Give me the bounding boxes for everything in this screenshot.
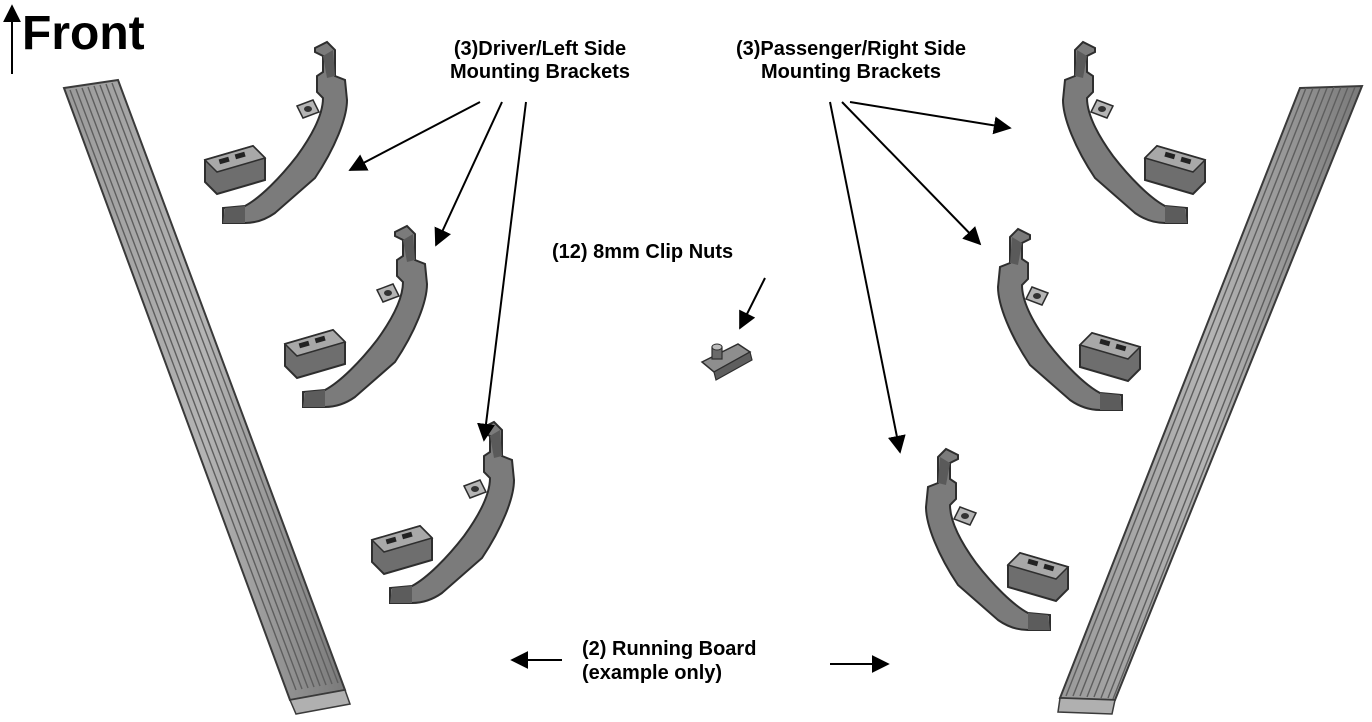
driver-brackets-label-line2: Mounting Brackets bbox=[449, 61, 631, 83]
passenger-leader-arrows bbox=[829, 101, 1012, 454]
running-board-label-line2: (example only) bbox=[582, 661, 723, 684]
clip-nuts-label: (12) 8mm Clip Nuts bbox=[552, 241, 734, 263]
passenger-brackets-label-line1: (3)Passenger/Right Side bbox=[735, 38, 967, 60]
running-board-right bbox=[1057, 84, 1364, 715]
driver-brackets-label: (3)Driver/Left Side Mounting Brackets bbox=[415, 38, 665, 84]
driver-leader-arrows bbox=[348, 101, 527, 442]
running-board-label-line1: (2) Running Board bbox=[582, 638, 757, 660]
passenger-brackets-label: (3)Passenger/Right Side Mounting Bracket… bbox=[712, 38, 990, 84]
passenger-bracket-1 bbox=[1062, 41, 1206, 224]
passenger-brackets-label-line2: Mounting Brackets bbox=[760, 61, 942, 83]
running-board-label: (2) Running Board (example only) bbox=[582, 638, 756, 685]
driver-bracket-3 bbox=[371, 421, 515, 604]
front-title: Front bbox=[22, 7, 145, 60]
driver-bracket-2 bbox=[284, 225, 428, 408]
driver-bracket-1 bbox=[204, 41, 348, 224]
passenger-bracket-2 bbox=[997, 228, 1141, 411]
running-board-left bbox=[62, 78, 352, 715]
clipnut-leader-arrow bbox=[739, 277, 766, 330]
driver-brackets-label-line1: (3)Driver/Left Side bbox=[453, 38, 627, 60]
clip-nut bbox=[700, 343, 753, 381]
passenger-bracket-3 bbox=[925, 448, 1069, 631]
